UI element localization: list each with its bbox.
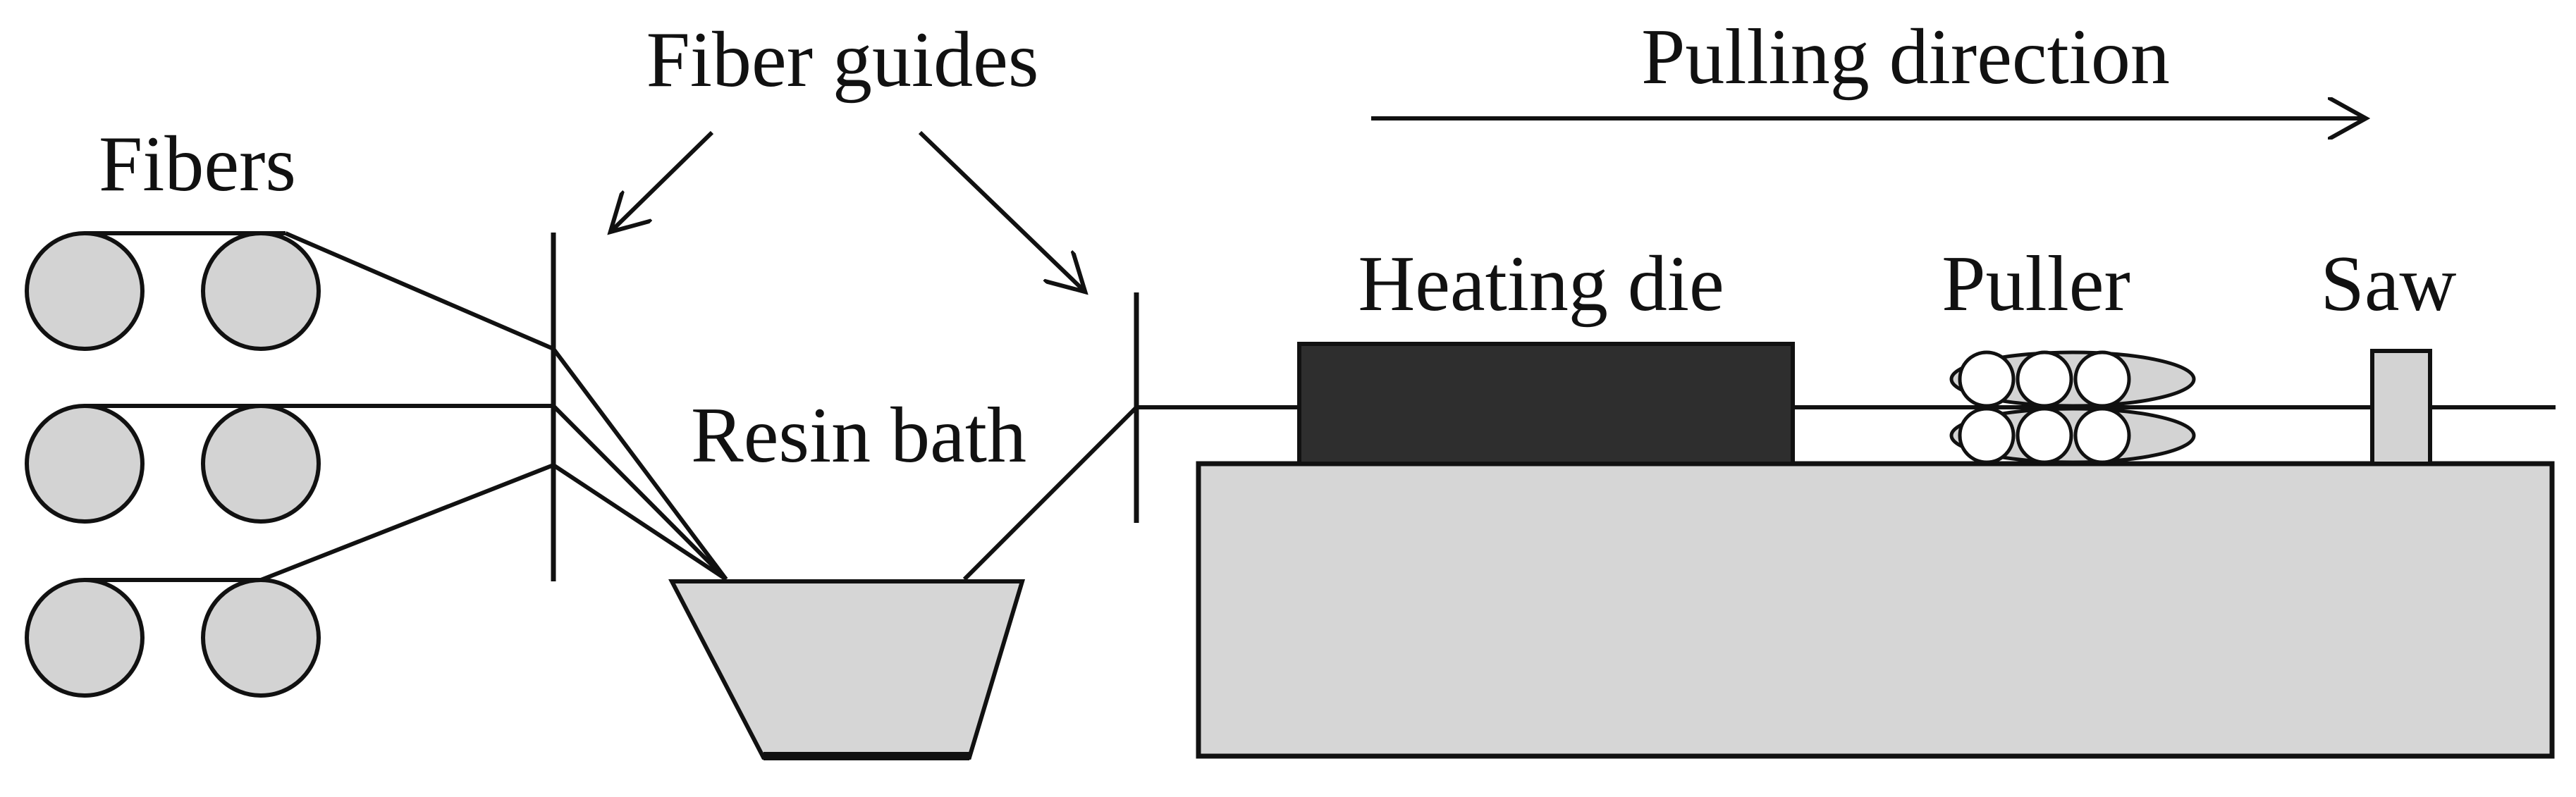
puller	[1949, 350, 2196, 464]
fibers-label: Fibers	[99, 121, 296, 208]
spool-4	[201, 404, 321, 524]
fiber-strands	[85, 231, 1139, 582]
fiber-spools	[25, 231, 321, 698]
spool-3	[25, 404, 145, 524]
puller-roller	[1958, 407, 2016, 464]
resin-bath-label: Resin bath	[691, 392, 1026, 479]
resin-bath	[668, 579, 1026, 760]
spool-5	[25, 578, 145, 698]
heating-die	[1297, 342, 1795, 466]
spool-2	[201, 231, 321, 351]
puller-roller	[2016, 350, 2073, 408]
heating-die-label: Heating die	[1358, 240, 1724, 328]
puller-label: Puller	[1942, 240, 2130, 328]
spool-6	[201, 578, 321, 698]
guide-pointer-left-arrow	[613, 130, 714, 229]
saw-label: Saw	[2321, 240, 2457, 328]
machine-bed	[1196, 461, 2555, 759]
puller-roller	[2016, 407, 2073, 464]
saw	[2370, 349, 2432, 466]
guide-pointer-right-arrow	[918, 130, 1082, 289]
fiber-guides-label: Fiber guides	[646, 16, 1039, 104]
puller-roller	[2073, 407, 2131, 464]
puller-roller	[1958, 350, 2016, 408]
pulling-direction-label: Pulling direction	[1641, 13, 2170, 101]
puller-roller	[2073, 350, 2131, 408]
spool-1	[25, 231, 145, 351]
